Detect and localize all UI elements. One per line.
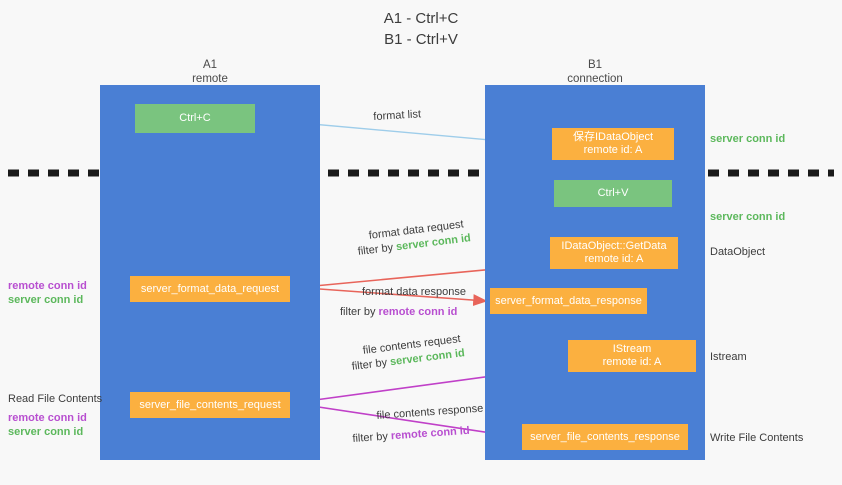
column-header-b1-name: B1 [587,59,603,71]
box-server-file-contents-request[interactable]: server_file_contents_request [130,392,290,418]
edge-label-format-data-response: format data response [362,286,466,298]
box-ctrl-c[interactable]: Ctrl+C [135,104,255,133]
note-remote-conn-id-a: remote conn id [8,280,87,292]
box-idataobject-getdata-line2: remote id: A [584,253,644,265]
note-write-file-contents: Write File Contents [710,432,804,444]
edge-label-file-contents-response: file contents response [376,402,484,422]
page-title: A1 - Ctrl+C B1 - Ctrl+V [0,8,842,50]
note-remote-conn-id-b: remote conn id [8,412,87,424]
box-istream-line1: IStream [612,343,652,355]
note-conn-ids-upper: remote conn id server conn id [8,279,87,307]
note-read-file-contents: Read File Contents [8,393,103,405]
box-server-format-data-response-label: server_format_data_response [495,294,642,307]
edge-label-file-contents-response-filter-prefix: filter by [352,430,392,445]
box-server-format-data-request-label: server_format_data_request [140,282,280,295]
column-header-a1-role: remote [192,73,228,85]
box-server-file-contents-request-label: server_file_contents_request [139,398,281,411]
edge-label-file-contents-response-filter-value: remote conn id [390,424,470,443]
box-idataobject-getdata-line1: IDataObject::GetData [561,240,667,252]
edge-label-format-list: format list [373,108,422,123]
edge-label-file-contents-response-filter: filter by remote conn id [352,424,470,447]
edge-label-format-data-response-filter: filter by remote conn id [340,305,457,320]
box-save-idataobject-line2: remote id: A [583,144,643,156]
page-title-line1: A1 - Ctrl+C [383,10,459,27]
box-istream-line2: remote id: A [602,356,662,368]
note-server-conn-id-top: server conn id [710,133,786,145]
page-title-line2: B1 - Ctrl+V [384,31,458,48]
box-idataobject-getdata[interactable]: IDataObject::GetData remote id: A [550,237,678,269]
note-server-conn-id-b: server conn id [8,426,84,438]
box-save-idataobject-line1: 保存IDataObject [572,131,654,143]
edge-label-format-data-response-filter-prefix: filter by [340,306,379,318]
column-header-a1: A1 remote [115,58,305,86]
note-dataobject: DataObject [710,246,766,258]
box-server-file-contents-response-label: server_file_contents_response [530,430,680,443]
box-server-format-data-response[interactable]: server_format_data_response [490,288,647,314]
box-save-idataobject[interactable]: 保存IDataObject remote id: A [552,128,674,160]
box-ctrl-c-label: Ctrl+C [179,112,211,124]
box-istream[interactable]: IStream remote id: A [568,340,696,372]
box-server-format-data-request[interactable]: server_format_data_request [130,276,290,302]
box-ctrl-v-label: Ctrl+V [597,187,629,199]
note-istream: Istream [710,351,747,363]
note-conn-ids-lower: remote conn id server conn id [8,411,87,439]
edge-label-file-contents-request-filter-prefix: filter by [351,356,391,373]
box-server-file-contents-response[interactable]: server_file_contents_response [522,424,688,450]
box-ctrl-v[interactable]: Ctrl+V [554,180,672,207]
edge-label-format-data-request-filter-prefix: filter by [357,241,397,258]
column-header-a1-name: A1 [202,59,218,71]
note-server-conn-id-a: server conn id [8,294,84,306]
column-header-b1-role: connection [567,73,623,85]
edge-label-format-data-response-filter-value: remote conn id [378,306,458,318]
column-header-b1: B1 connection [500,58,690,86]
note-server-conn-id-mid: server conn id [710,211,786,223]
